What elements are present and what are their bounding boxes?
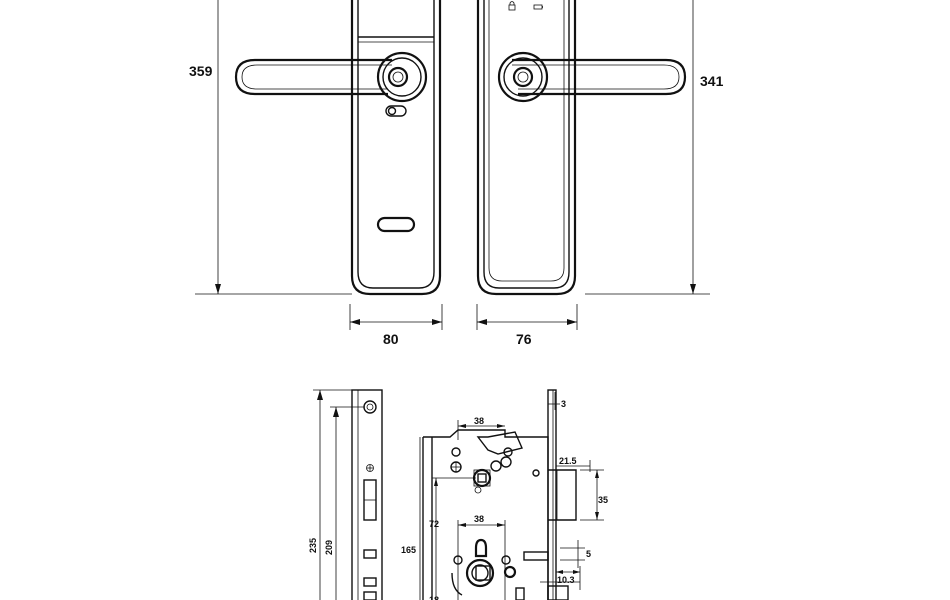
- dim-faceplate-thickness: 3: [561, 399, 566, 409]
- inner-escutcheon: [476, 0, 687, 296]
- fingerprint-sensor-outer: [387, 66, 409, 88]
- dim-backset-cylinder: 38: [474, 514, 484, 524]
- lock-icon: [508, 1, 516, 11]
- dim-inner-width: 76: [516, 331, 532, 347]
- dim-inner-height: 341: [700, 73, 724, 89]
- outer-escutcheon: [234, 0, 442, 296]
- toggle-indicator: [385, 105, 407, 117]
- dim-latch-height: 35: [598, 495, 608, 505]
- key-slot: [376, 216, 416, 233]
- dim-latch-projection: 21.5: [559, 456, 577, 466]
- mortise-faceplate-view: 235 209: [308, 389, 383, 600]
- dim-deadbolt-offset: 10.3: [557, 575, 575, 585]
- dim-case-height: 165: [401, 545, 416, 555]
- dim-faceplate-length: 235: [308, 538, 318, 553]
- dim-hole-spacing: 209: [324, 540, 334, 555]
- dim-backset-top: 38: [474, 416, 484, 426]
- inner-lever-handle: [512, 58, 687, 96]
- thumb-turn: [512, 66, 534, 88]
- dim-handle-to-cylinder: 72: [429, 519, 439, 529]
- outer-lever-handle: [234, 58, 392, 96]
- plate-dimensions: 359 341 80 76: [189, 0, 724, 347]
- battery-icon: [533, 4, 543, 10]
- dim-lower-partial: 18: [429, 595, 439, 600]
- dim-deadbolt-gap: 5: [586, 549, 591, 559]
- dim-outer-height: 359: [189, 63, 213, 79]
- dim-outer-width: 80: [383, 331, 399, 347]
- mortise-case-view: 38 3 21.5: [401, 389, 608, 600]
